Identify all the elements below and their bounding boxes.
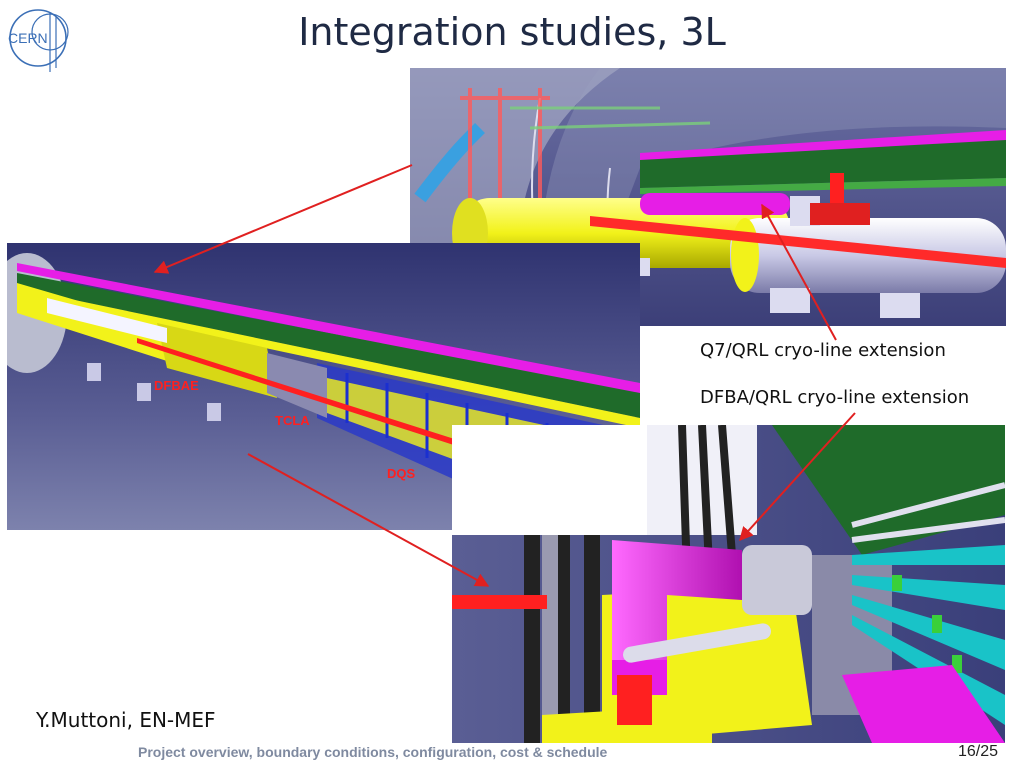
cern-logo: CERN: [8, 9, 69, 72]
footer-text: Project overview, boundary conditions, c…: [138, 744, 608, 760]
page-number: 16/25: [958, 743, 999, 760]
author-credit: Y.Muttoni, EN-MEF: [36, 708, 216, 732]
caption-q7-cryo-line: Q7/QRL cryo-line extension: [700, 340, 946, 361]
caption-dfba-cryo-line: DFBA/QRL cryo-line extension: [700, 387, 970, 408]
label-tcla: TCLA: [275, 413, 310, 428]
label-dfbae: DFBAE: [154, 378, 199, 393]
label-dqs: DQS: [387, 466, 416, 481]
slide-title: Integration studies, 3L: [298, 10, 726, 54]
cern-logo-text: CERN: [8, 30, 48, 46]
tunnel-render-dfba: [452, 425, 1005, 743]
